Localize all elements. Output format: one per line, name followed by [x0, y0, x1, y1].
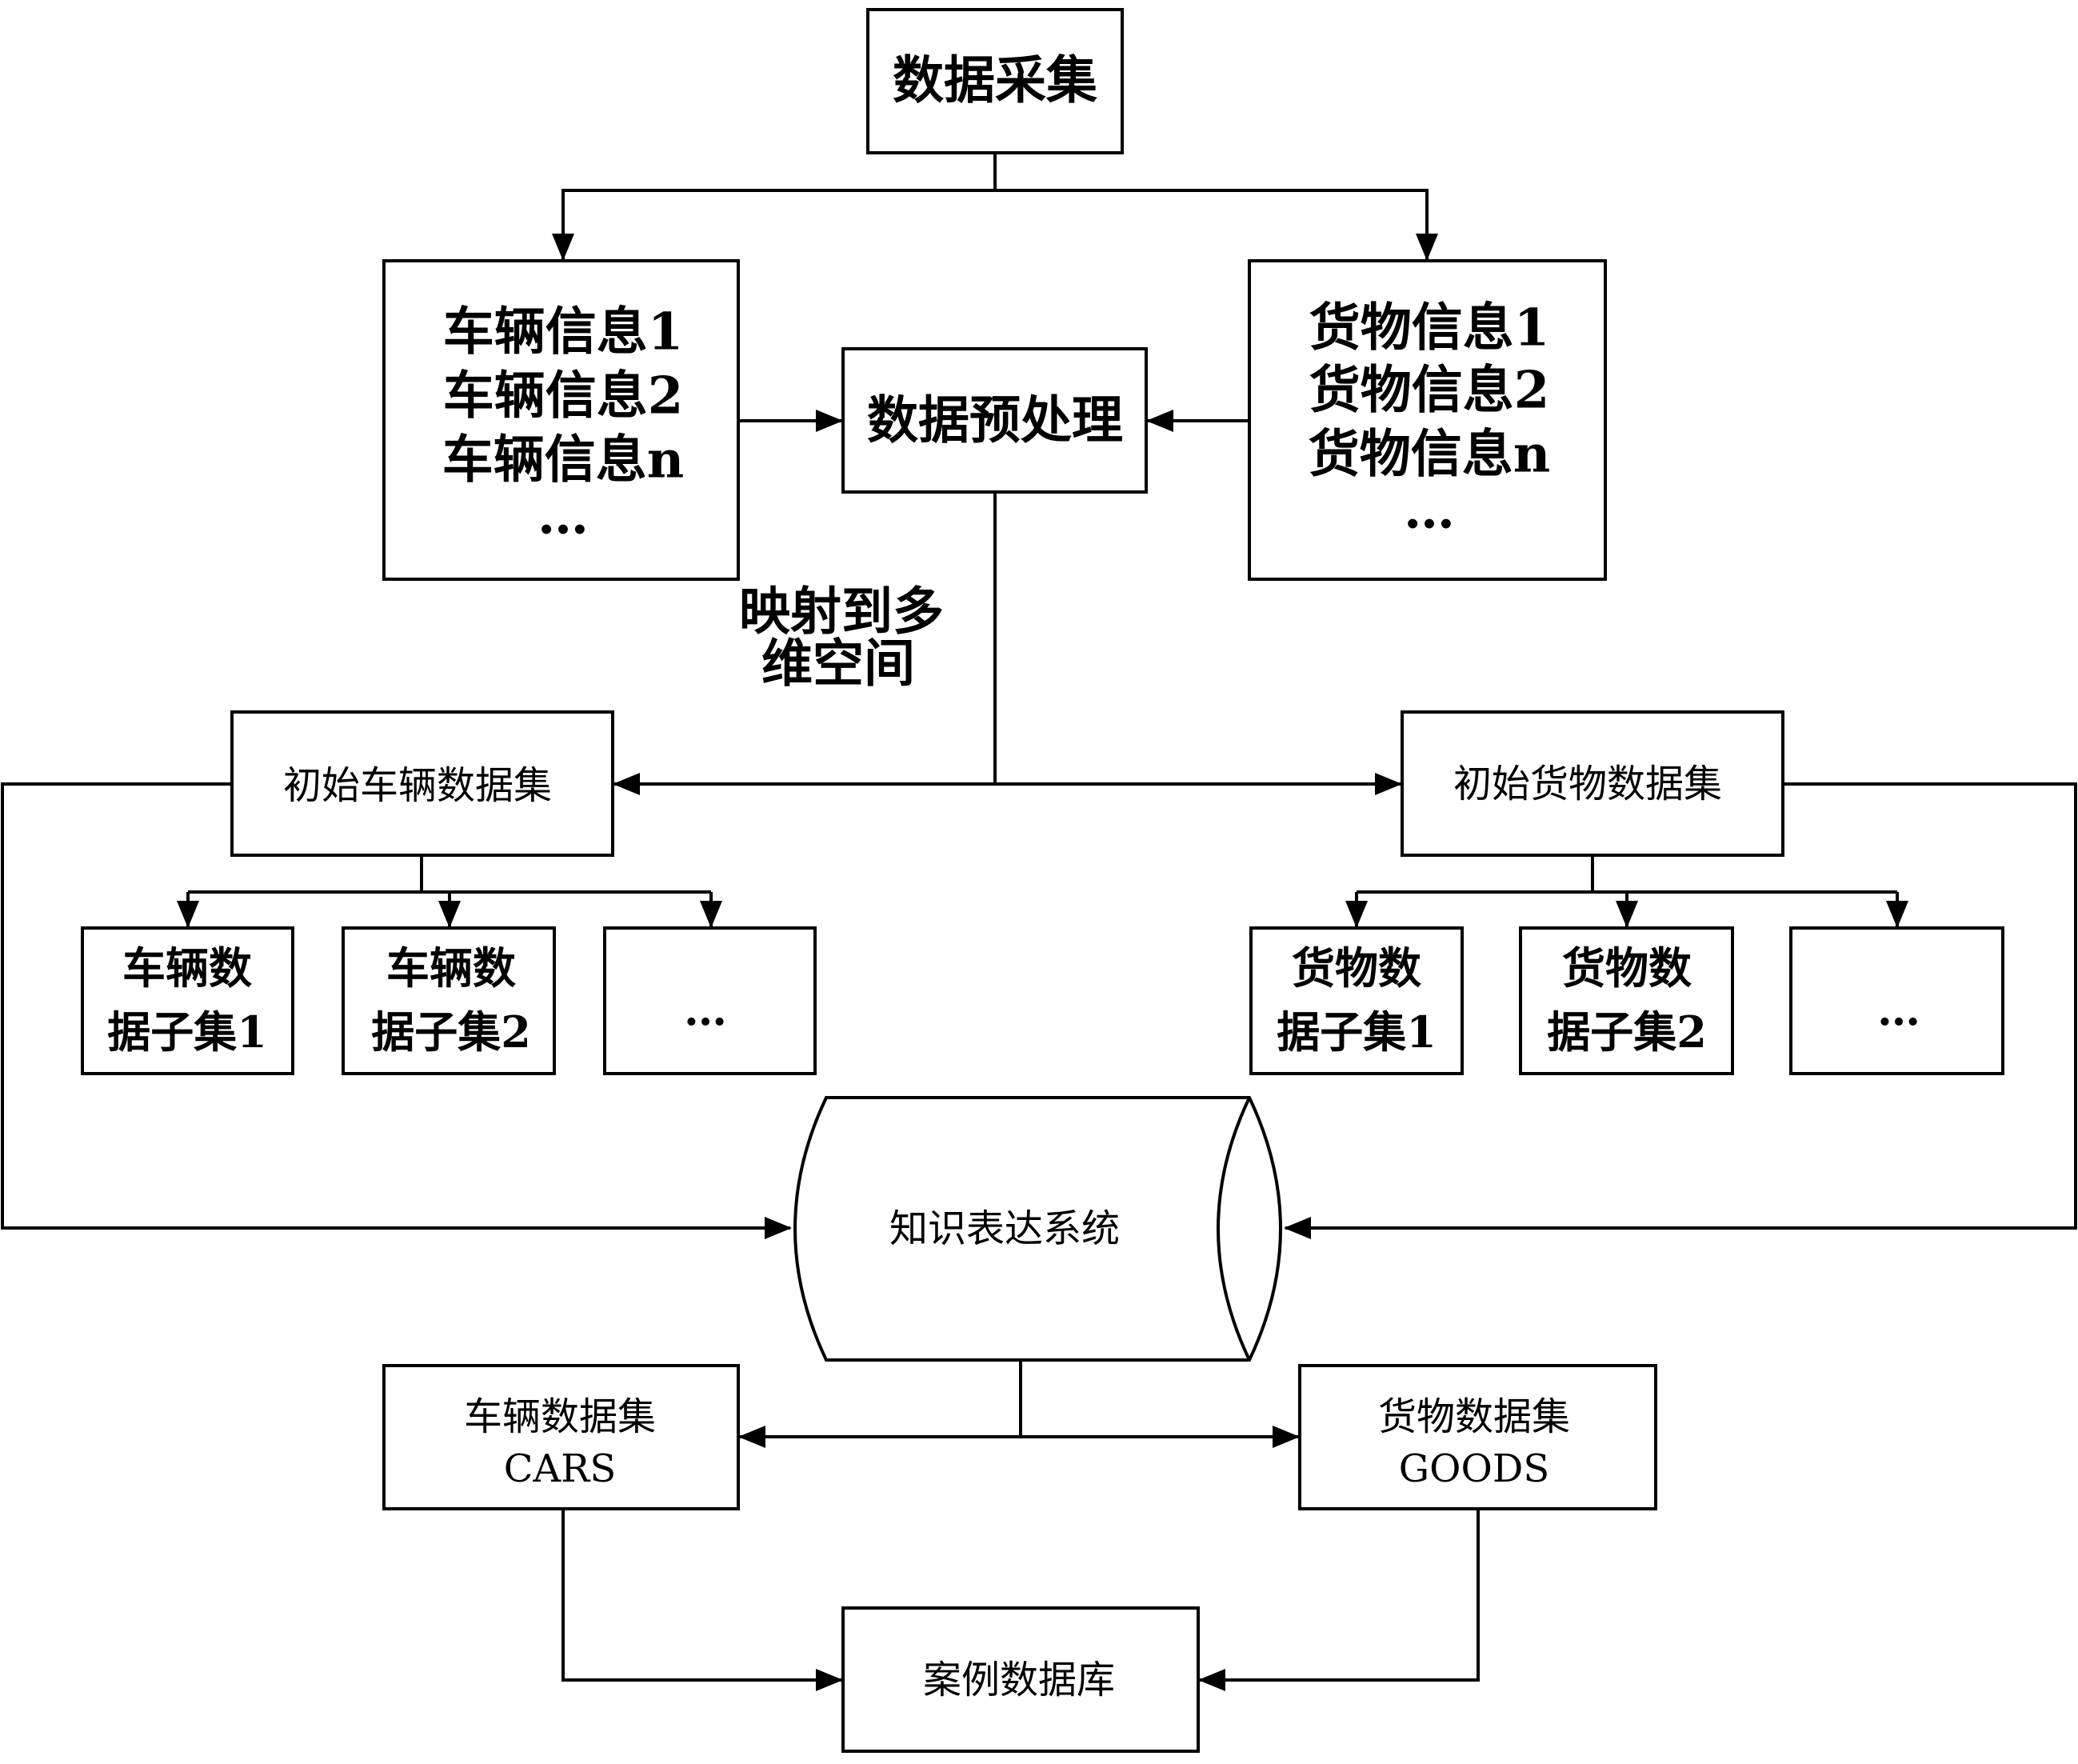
node-label-line: 据子集2	[1547, 1006, 1707, 1058]
node-goods-info: 货物信息1 货物信息2 货物信息n …	[1248, 259, 1607, 581]
node-label-line: …	[1404, 481, 1455, 541]
node-goods-dataset-goods: 货物数据集 GOODS	[1298, 1364, 1657, 1510]
node-label-line: 据子集2	[371, 1006, 531, 1058]
node-label-line: 货物信息1	[1309, 298, 1550, 358]
node-label-line: 车辆数据集	[464, 1394, 656, 1439]
node-label-line: 据子集1	[1277, 1006, 1437, 1058]
node-label: 案例数据库	[923, 1658, 1115, 1702]
node-label-line: CARS	[504, 1446, 616, 1491]
connectors	[1, 153, 2077, 1691]
node-knowledge-system: 知识表达系统	[793, 1096, 1282, 1362]
node-label-line: 货物信息n	[1309, 425, 1551, 485]
node-label-line: …	[537, 486, 589, 546]
node-data-collection: 数据采集	[866, 8, 1124, 154]
node-goods-subset-1: 货物数 据子集1	[1249, 926, 1464, 1075]
edge-label-line: 维空间	[761, 634, 915, 694]
node-label: 初始货物数据集	[1453, 762, 1722, 806]
node-label-line: 车辆信息1	[443, 302, 684, 362]
node-vehicle-dataset-cars: 车辆数据集 CARS	[382, 1364, 740, 1510]
node-label-line: 货物信息2	[1309, 361, 1550, 421]
node-label: 数据预处理	[867, 391, 1123, 451]
node-label-line: 车辆信息n	[442, 430, 685, 490]
node-vehicle-subset-more: …	[603, 926, 817, 1075]
node-vehicle-subset-2: 车辆数 据子集2	[342, 926, 556, 1075]
edge-goods-to-case-db	[1198, 1509, 1480, 1691]
node-label: …	[1877, 984, 1920, 1035]
edge-initial-vehicle-to-knowledge	[1, 782, 792, 1239]
node-label-line: 货物数	[1562, 942, 1692, 994]
node-label-line: 车辆信息2	[443, 366, 684, 426]
node-label-line: 据子集1	[107, 1006, 267, 1058]
edge-collection-to-goods-info	[995, 189, 1438, 261]
node-vehicle-info: 车辆信息1 车辆信息2 车辆信息n …	[382, 259, 740, 581]
node-label-line: 车辆数	[122, 942, 252, 994]
node-label-line: 货物数	[1292, 942, 1421, 994]
node-case-database: 案例数据库	[841, 1606, 1200, 1753]
node-label: 知识表达系统	[889, 1206, 1120, 1251]
node-label-line: GOODS	[1399, 1446, 1549, 1491]
mapping-edge-label: 映射到多 维空间	[739, 582, 944, 694]
node-label: 数据采集	[893, 51, 1097, 111]
edge-collection-to-vehicle-info	[552, 189, 995, 261]
node-label: …	[684, 984, 727, 1035]
node-initial-vehicle-dataset: 初始车辆数据集	[230, 710, 614, 857]
edge-label-line: 映射到多	[739, 582, 944, 642]
node-vehicle-subset-1: 车辆数 据子集1	[81, 926, 294, 1075]
node-label-line: 货物数据集	[1378, 1394, 1570, 1439]
node-goods-subset-more: …	[1789, 926, 2004, 1075]
node-label: 初始车辆数据集	[283, 763, 552, 808]
node-label-line: 车辆数	[386, 942, 516, 994]
edge-cars-to-case-db	[561, 1509, 843, 1691]
edge-initial-goods-to-knowledge	[1284, 782, 2077, 1239]
cylinder-end-ellipse	[1217, 1097, 1251, 1361]
node-preprocessing: 数据预处理	[841, 347, 1148, 494]
node-initial-goods-dataset: 初始货物数据集	[1401, 710, 1784, 857]
node-goods-subset-2: 货物数 据子集2	[1519, 926, 1734, 1075]
